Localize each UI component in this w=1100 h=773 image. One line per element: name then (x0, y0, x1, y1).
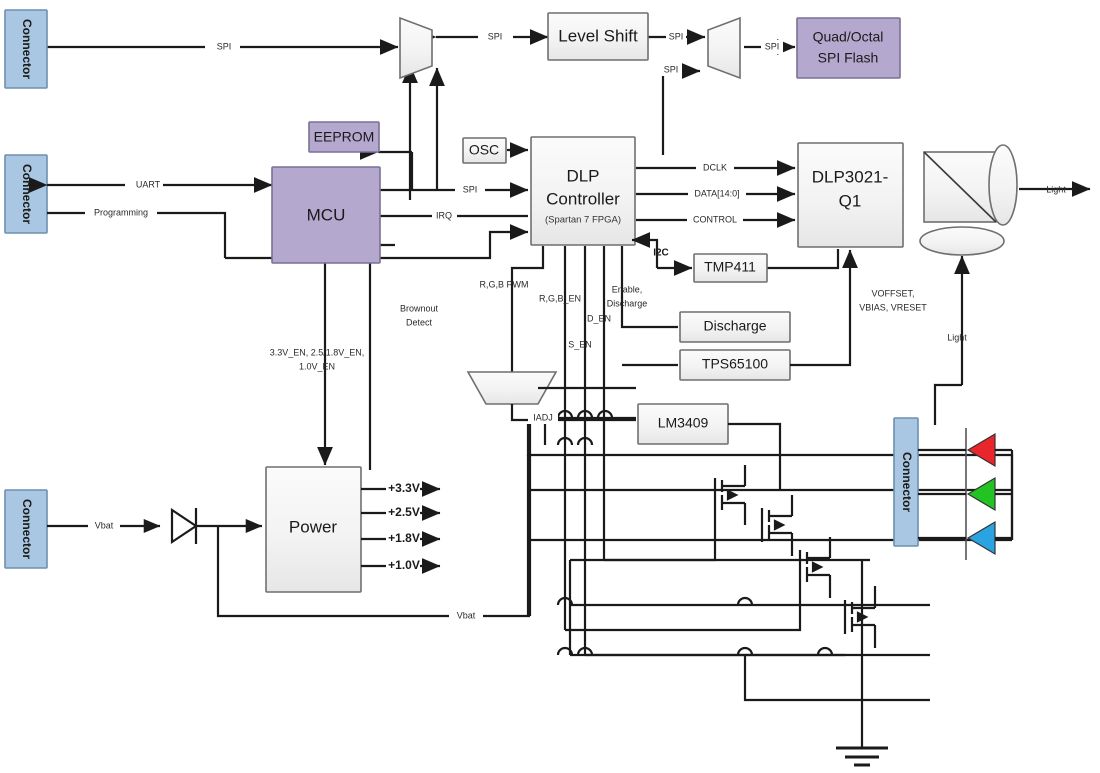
rail-label-3v3: +3.3V (388, 481, 420, 495)
dac-filter (466, 371, 636, 422)
level-shift-label: Level Shift (558, 26, 638, 45)
label-spi-1: SPI (217, 41, 232, 51)
spi-mux-left (399, 16, 433, 80)
label-brownout-2: Detect (406, 317, 433, 327)
mcu-block: MCU (271, 166, 381, 264)
signal-labels: SPI SPI SPI SPI SPI UART Programming SPI… (85, 30, 1066, 623)
label-uart: UART (136, 179, 161, 189)
label-spi-3: SPI (669, 31, 684, 41)
dlp3021-label-line1: DLP3021- (812, 167, 889, 186)
rail-label-1v8: +1.8V (388, 531, 420, 545)
led-blue (965, 516, 1012, 560)
label-spi-5: SPI (664, 64, 679, 74)
dlp3021-label-line2: Q1 (839, 191, 862, 210)
label-enable-2: Discharge (607, 298, 648, 308)
label-s-en: S_EN (568, 339, 592, 349)
dlp3021-block: DLP3021- Q1 (797, 142, 904, 248)
illumination-lens (919, 226, 1005, 256)
label-voffset: VOFFSET, (871, 288, 914, 298)
label-d-en: D_EN (587, 313, 611, 323)
rail-label-1v0: +1.0V (388, 558, 420, 572)
rail-label-2v5: +2.5V (388, 505, 420, 519)
label-i2c: I2C (653, 248, 669, 259)
dlp-controller-block: DLP Controller (Spartan 7 FPGA) (530, 136, 636, 246)
connector-spi: Connector (4, 9, 48, 89)
wires-gate-drive (565, 512, 845, 657)
connector-vbat: Connector (4, 489, 48, 569)
connector-led-label: Connector (900, 452, 914, 512)
connector-uart-label: Connector (20, 164, 34, 224)
label-dclk: DCLK (703, 162, 727, 172)
label-iadj: IADJ (533, 412, 553, 422)
wires-bias (790, 249, 858, 367)
led-green (965, 472, 1012, 516)
wires-led-drive (526, 422, 1014, 748)
spi-flash-label-line1: Quad/Octal (813, 29, 884, 45)
tmp411-label: TMP411 (704, 259, 756, 275)
mosfet-q1 (713, 465, 747, 525)
wire-crossovers (556, 409, 834, 656)
power-block: Power (265, 466, 362, 593)
dmd-mirror (923, 151, 997, 223)
label-light-in: Light (947, 332, 967, 342)
tps65100-label: TPS65100 (702, 356, 768, 372)
dlp-controller-sublabel: (Spartan 7 FPGA) (545, 215, 621, 226)
label-irq: IRQ (436, 210, 452, 220)
label-brownout-1: Brownout (400, 303, 439, 313)
label-rgb-en: R,G,B_EN (539, 293, 581, 303)
dlp-controller-label-line2: Controller (546, 189, 620, 208)
discharge-label: Discharge (703, 318, 766, 334)
label-control: CONTROL (693, 214, 737, 224)
tps65100-block: TPS65100 (679, 349, 791, 381)
label-vbat-in: Vbat (95, 520, 114, 530)
label-spi-mcu: SPI (463, 184, 478, 194)
wires-top-spi (28, 29, 796, 200)
label-power-en-2: 1.0V_EN (299, 361, 335, 371)
label-light-out: Light (1046, 184, 1066, 194)
osc-block: OSC (462, 137, 529, 164)
label-power-en-1: 3.3V_EN, 2.5/1.8V_EN, (270, 347, 365, 357)
label-rgb-pwm: R,G,B PWM (480, 279, 529, 289)
tmp411-block: TMP411 (693, 253, 768, 283)
projection-lens (988, 144, 1018, 226)
label-programming: Programming (94, 207, 148, 217)
label-vbias-vreset: VBIAS, VRESET (859, 302, 927, 312)
label-spi-4: SPI (765, 41, 780, 51)
led-red (965, 428, 1012, 472)
lm3409-label: LM3409 (658, 415, 709, 431)
connector-spi-label: Connector (20, 19, 34, 79)
spi-flash-label-line2: SPI Flash (818, 50, 879, 66)
mosfet-q3 (798, 537, 832, 598)
label-data: DATA[14:0] (694, 188, 739, 198)
mosfet-q2 (760, 495, 794, 556)
mosfet-q4 (843, 586, 877, 648)
power-rails: +3.3V +2.5V +1.8V +1.0V (361, 481, 441, 574)
ground-symbol (836, 746, 888, 767)
power-label: Power (289, 517, 338, 536)
connector-led: Connector (893, 417, 919, 547)
connector-uart: Connector (4, 154, 48, 234)
osc-label: OSC (469, 142, 499, 158)
dlp-controller-label-line1: DLP (566, 166, 599, 185)
discharge-block: Discharge (679, 311, 791, 343)
spi-mux-right (707, 16, 741, 80)
mcu-label: MCU (307, 205, 346, 224)
eeprom-block: EEPROM (308, 121, 380, 153)
wires-light (933, 181, 1091, 425)
lm3409-block: LM3409 (637, 403, 729, 445)
level-shift-block: Level Shift (547, 12, 649, 61)
label-enable-1: Enable, (612, 284, 643, 294)
wires-led-anode (918, 448, 1014, 540)
eeprom-label: EEPROM (314, 129, 375, 145)
wires-control-bus (510, 246, 678, 655)
label-spi-2: SPI (488, 31, 503, 41)
connector-vbat-label: Connector (20, 499, 34, 559)
spi-flash-block: Quad/Octal SPI Flash (796, 17, 901, 79)
label-vbat-bus: Vbat (457, 610, 476, 620)
